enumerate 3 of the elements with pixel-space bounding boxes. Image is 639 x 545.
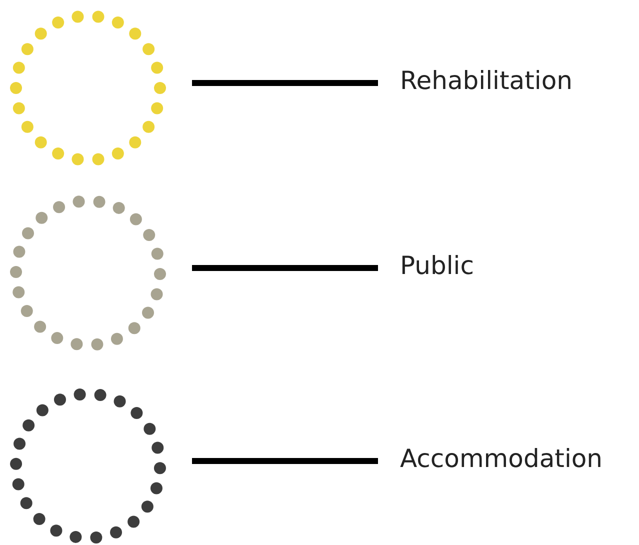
- legend-label: Accommodation: [400, 444, 603, 474]
- legend-label: Rehabilitation: [400, 66, 573, 96]
- legend-label: Public: [400, 251, 474, 281]
